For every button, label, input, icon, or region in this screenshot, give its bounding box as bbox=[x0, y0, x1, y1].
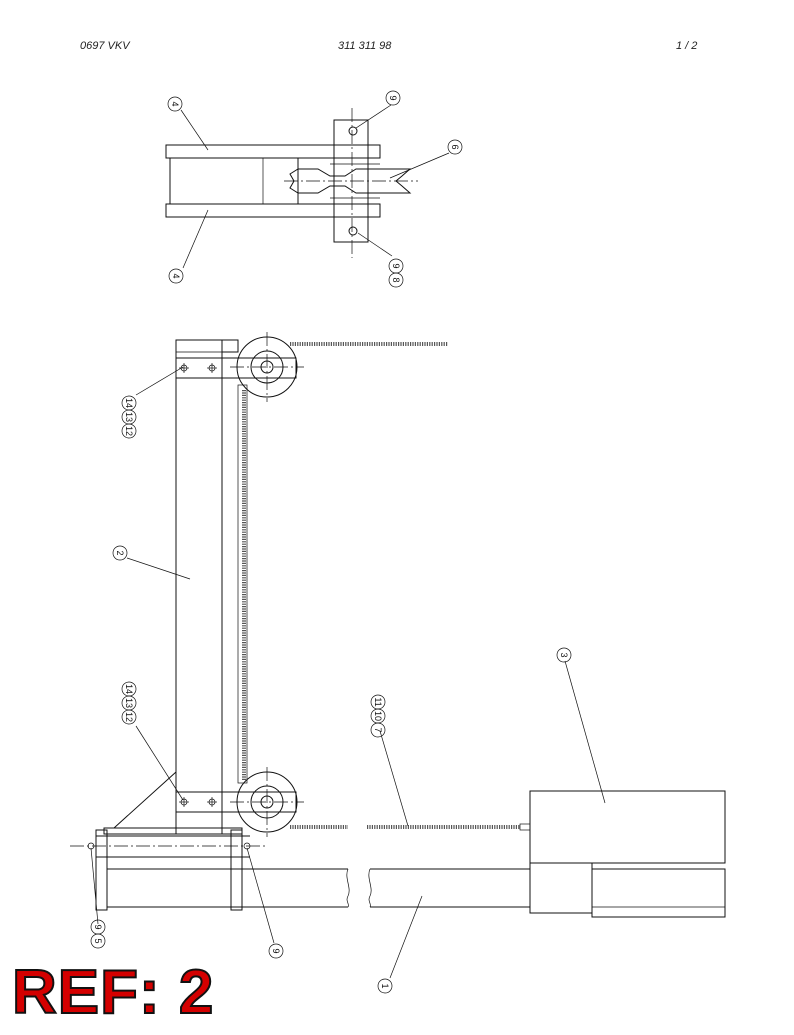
balloon-14-top: 14 bbox=[121, 395, 137, 411]
header-drawing-code: 0697 VKV bbox=[80, 40, 130, 52]
drive-rail-end bbox=[591, 868, 726, 918]
balloon-9-plan: 9 bbox=[388, 258, 404, 274]
balloon-8: 8 bbox=[388, 272, 404, 288]
svg-text:10: 10 bbox=[373, 711, 383, 721]
balloon-labels: 4 9 6 4 8 9 12 13 14 bbox=[90, 90, 572, 994]
bolt-hole-bottom bbox=[348, 226, 358, 236]
bolt-bottom-left bbox=[179, 797, 189, 807]
bolt-top-right bbox=[207, 363, 217, 373]
rail-beam-right bbox=[370, 868, 530, 908]
balloon-14-bottom: 14 bbox=[121, 681, 137, 697]
drive-unit bbox=[529, 790, 726, 864]
svg-text:4: 4 bbox=[170, 101, 180, 106]
top-bracket bbox=[175, 357, 297, 379]
balloon-4-top: 4 bbox=[167, 96, 183, 112]
svg-text:6: 6 bbox=[450, 144, 460, 149]
end-plate-right bbox=[230, 829, 243, 911]
svg-text:3: 3 bbox=[559, 652, 569, 657]
side-plate-upper bbox=[165, 144, 381, 159]
header-page-number: 1 / 2 bbox=[676, 40, 698, 52]
header-part-number: 311 311 98 bbox=[338, 40, 392, 52]
svg-text:13: 13 bbox=[124, 698, 134, 708]
balloon-12-top: 12 bbox=[121, 423, 137, 439]
leader-lines bbox=[90, 104, 606, 979]
balloon-2: 2 bbox=[112, 545, 128, 561]
svg-text:7: 7 bbox=[373, 727, 383, 732]
balloon-11: 11 bbox=[370, 694, 386, 710]
bolt-hole-top bbox=[348, 126, 358, 136]
svg-text:11: 11 bbox=[373, 697, 383, 706]
balloon-5: 5 bbox=[90, 933, 106, 949]
svg-text:12: 12 bbox=[124, 712, 134, 722]
balloon-12-bottom: 12 bbox=[121, 709, 137, 725]
svg-text:5: 5 bbox=[93, 938, 103, 943]
svg-text:2: 2 bbox=[115, 550, 125, 555]
side-plate-lower bbox=[165, 203, 381, 218]
balloon-13-bottom: 13 bbox=[121, 695, 137, 711]
reference-label: REF: 2 bbox=[11, 958, 215, 1027]
svg-text:9: 9 bbox=[271, 948, 281, 953]
balloon-7: 7 bbox=[370, 722, 386, 738]
drive-mount bbox=[529, 862, 593, 914]
bolt-top-left bbox=[179, 363, 189, 373]
svg-text:13: 13 bbox=[124, 412, 134, 422]
grooved-pulley-plan bbox=[289, 168, 412, 194]
cable-guide bbox=[237, 384, 248, 784]
balloon-4-bottom: 4 bbox=[168, 268, 184, 284]
balloon-9-axle-left: 9 bbox=[90, 919, 106, 935]
svg-text:14: 14 bbox=[124, 398, 134, 408]
top-view bbox=[165, 108, 418, 258]
svg-text:4: 4 bbox=[171, 273, 181, 278]
diagonal-brace bbox=[113, 771, 177, 829]
column-main bbox=[175, 339, 223, 835]
svg-text:12: 12 bbox=[124, 426, 134, 436]
end-plate-left bbox=[95, 829, 108, 911]
svg-text:9: 9 bbox=[388, 95, 398, 100]
inner-housing bbox=[169, 157, 299, 205]
balloon-1: 1 bbox=[377, 978, 393, 994]
svg-text:9: 9 bbox=[391, 263, 401, 268]
base-support bbox=[103, 827, 243, 835]
svg-text:14: 14 bbox=[124, 684, 134, 694]
svg-text:1: 1 bbox=[380, 983, 390, 988]
balloon-3: 3 bbox=[556, 647, 572, 663]
rail-beam-left bbox=[107, 868, 348, 908]
bolt-bottom-right bbox=[207, 797, 217, 807]
front-view bbox=[70, 332, 726, 918]
balloon-13-top: 13 bbox=[121, 409, 137, 425]
svg-text:9: 9 bbox=[93, 924, 103, 929]
balloon-6: 6 bbox=[447, 139, 463, 155]
balloon-9-axle-right: 9 bbox=[268, 943, 284, 959]
svg-text:8: 8 bbox=[391, 277, 401, 282]
balloon-10: 10 bbox=[370, 708, 386, 724]
balloon-9-top: 9 bbox=[385, 90, 401, 106]
